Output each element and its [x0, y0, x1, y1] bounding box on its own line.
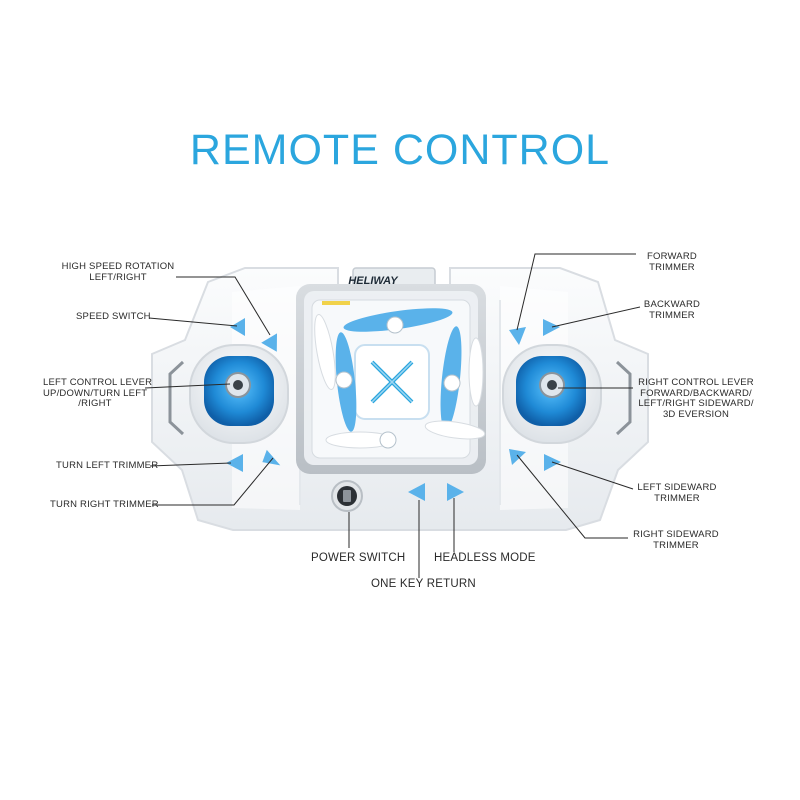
speed-switch-button[interactable]	[230, 318, 245, 336]
label-right-control-lever: RIGHT CONTROL LEVER FORWARD/BACKWARD/ LE…	[638, 377, 754, 420]
headless-mode-button[interactable]	[447, 483, 464, 501]
label-power-switch: POWER SWITCH	[311, 552, 406, 564]
right-sideward-trimmer-button[interactable]	[509, 449, 526, 465]
backward-trimmer-button[interactable]	[543, 319, 560, 336]
leader-forward-trimmer	[516, 253, 636, 331]
high-speed-rotation-button[interactable]	[261, 329, 285, 352]
label-right-sideward-trimmer: RIGHT SIDEWARD TRIMMER	[633, 529, 719, 551]
forward-trimmer-button[interactable]	[509, 327, 526, 345]
turn-right-trimmer-button[interactable]	[262, 449, 283, 468]
label-turn-left-trimmer: TURN LEFT TRIMMER	[56, 460, 159, 471]
leader-left-control-lever	[144, 383, 231, 389]
leader-speed-switch	[148, 317, 238, 327]
drone	[314, 301, 486, 449]
one-key-return-button[interactable]	[408, 483, 425, 501]
turn-left-trimmer-button[interactable]	[226, 454, 243, 472]
page-title: REMOTE CONTROL	[189, 126, 611, 174]
label-high-speed-rotation: HIGH SPEED ROTATION LEFT/RIGHT	[61, 261, 175, 283]
label-left-control-lever: LEFT CONTROL LEVER UP/DOWN/TURN LEFT /RI…	[43, 377, 153, 409]
leader-backward-trimmer	[551, 306, 641, 328]
leader-lines	[144, 253, 641, 578]
drone-storage-case: HELIWAY	[296, 267, 486, 474]
label-backward-trimmer: BACKWARD TRIMMER	[643, 299, 701, 321]
leader-turn-left-trimmer	[149, 462, 232, 467]
label-turn-right-trimmer: TURN RIGHT TRIMMER	[50, 499, 159, 510]
label-one-key-return: ONE KEY RETURN	[371, 578, 476, 590]
power-switch[interactable]	[331, 480, 363, 512]
leader-high-speed-rotation	[176, 276, 271, 336]
label-headless-mode: HEADLESS MODE	[434, 552, 536, 564]
label-left-sideward-trimmer: LEFT SIDEWARD TRIMMER	[637, 482, 717, 504]
brand-logo: HELIWAY	[348, 275, 399, 287]
leader-right-sideward-trimmer	[516, 454, 628, 539]
left-joystick[interactable]	[189, 344, 289, 444]
right-joystick[interactable]	[502, 344, 602, 444]
leader-turn-right-trimmer	[152, 457, 274, 506]
label-speed-switch: SPEED SWITCH	[76, 311, 151, 322]
leader-left-sideward-trimmer	[551, 461, 634, 490]
label-forward-trimmer: FORWARD TRIMMER	[647, 251, 697, 273]
